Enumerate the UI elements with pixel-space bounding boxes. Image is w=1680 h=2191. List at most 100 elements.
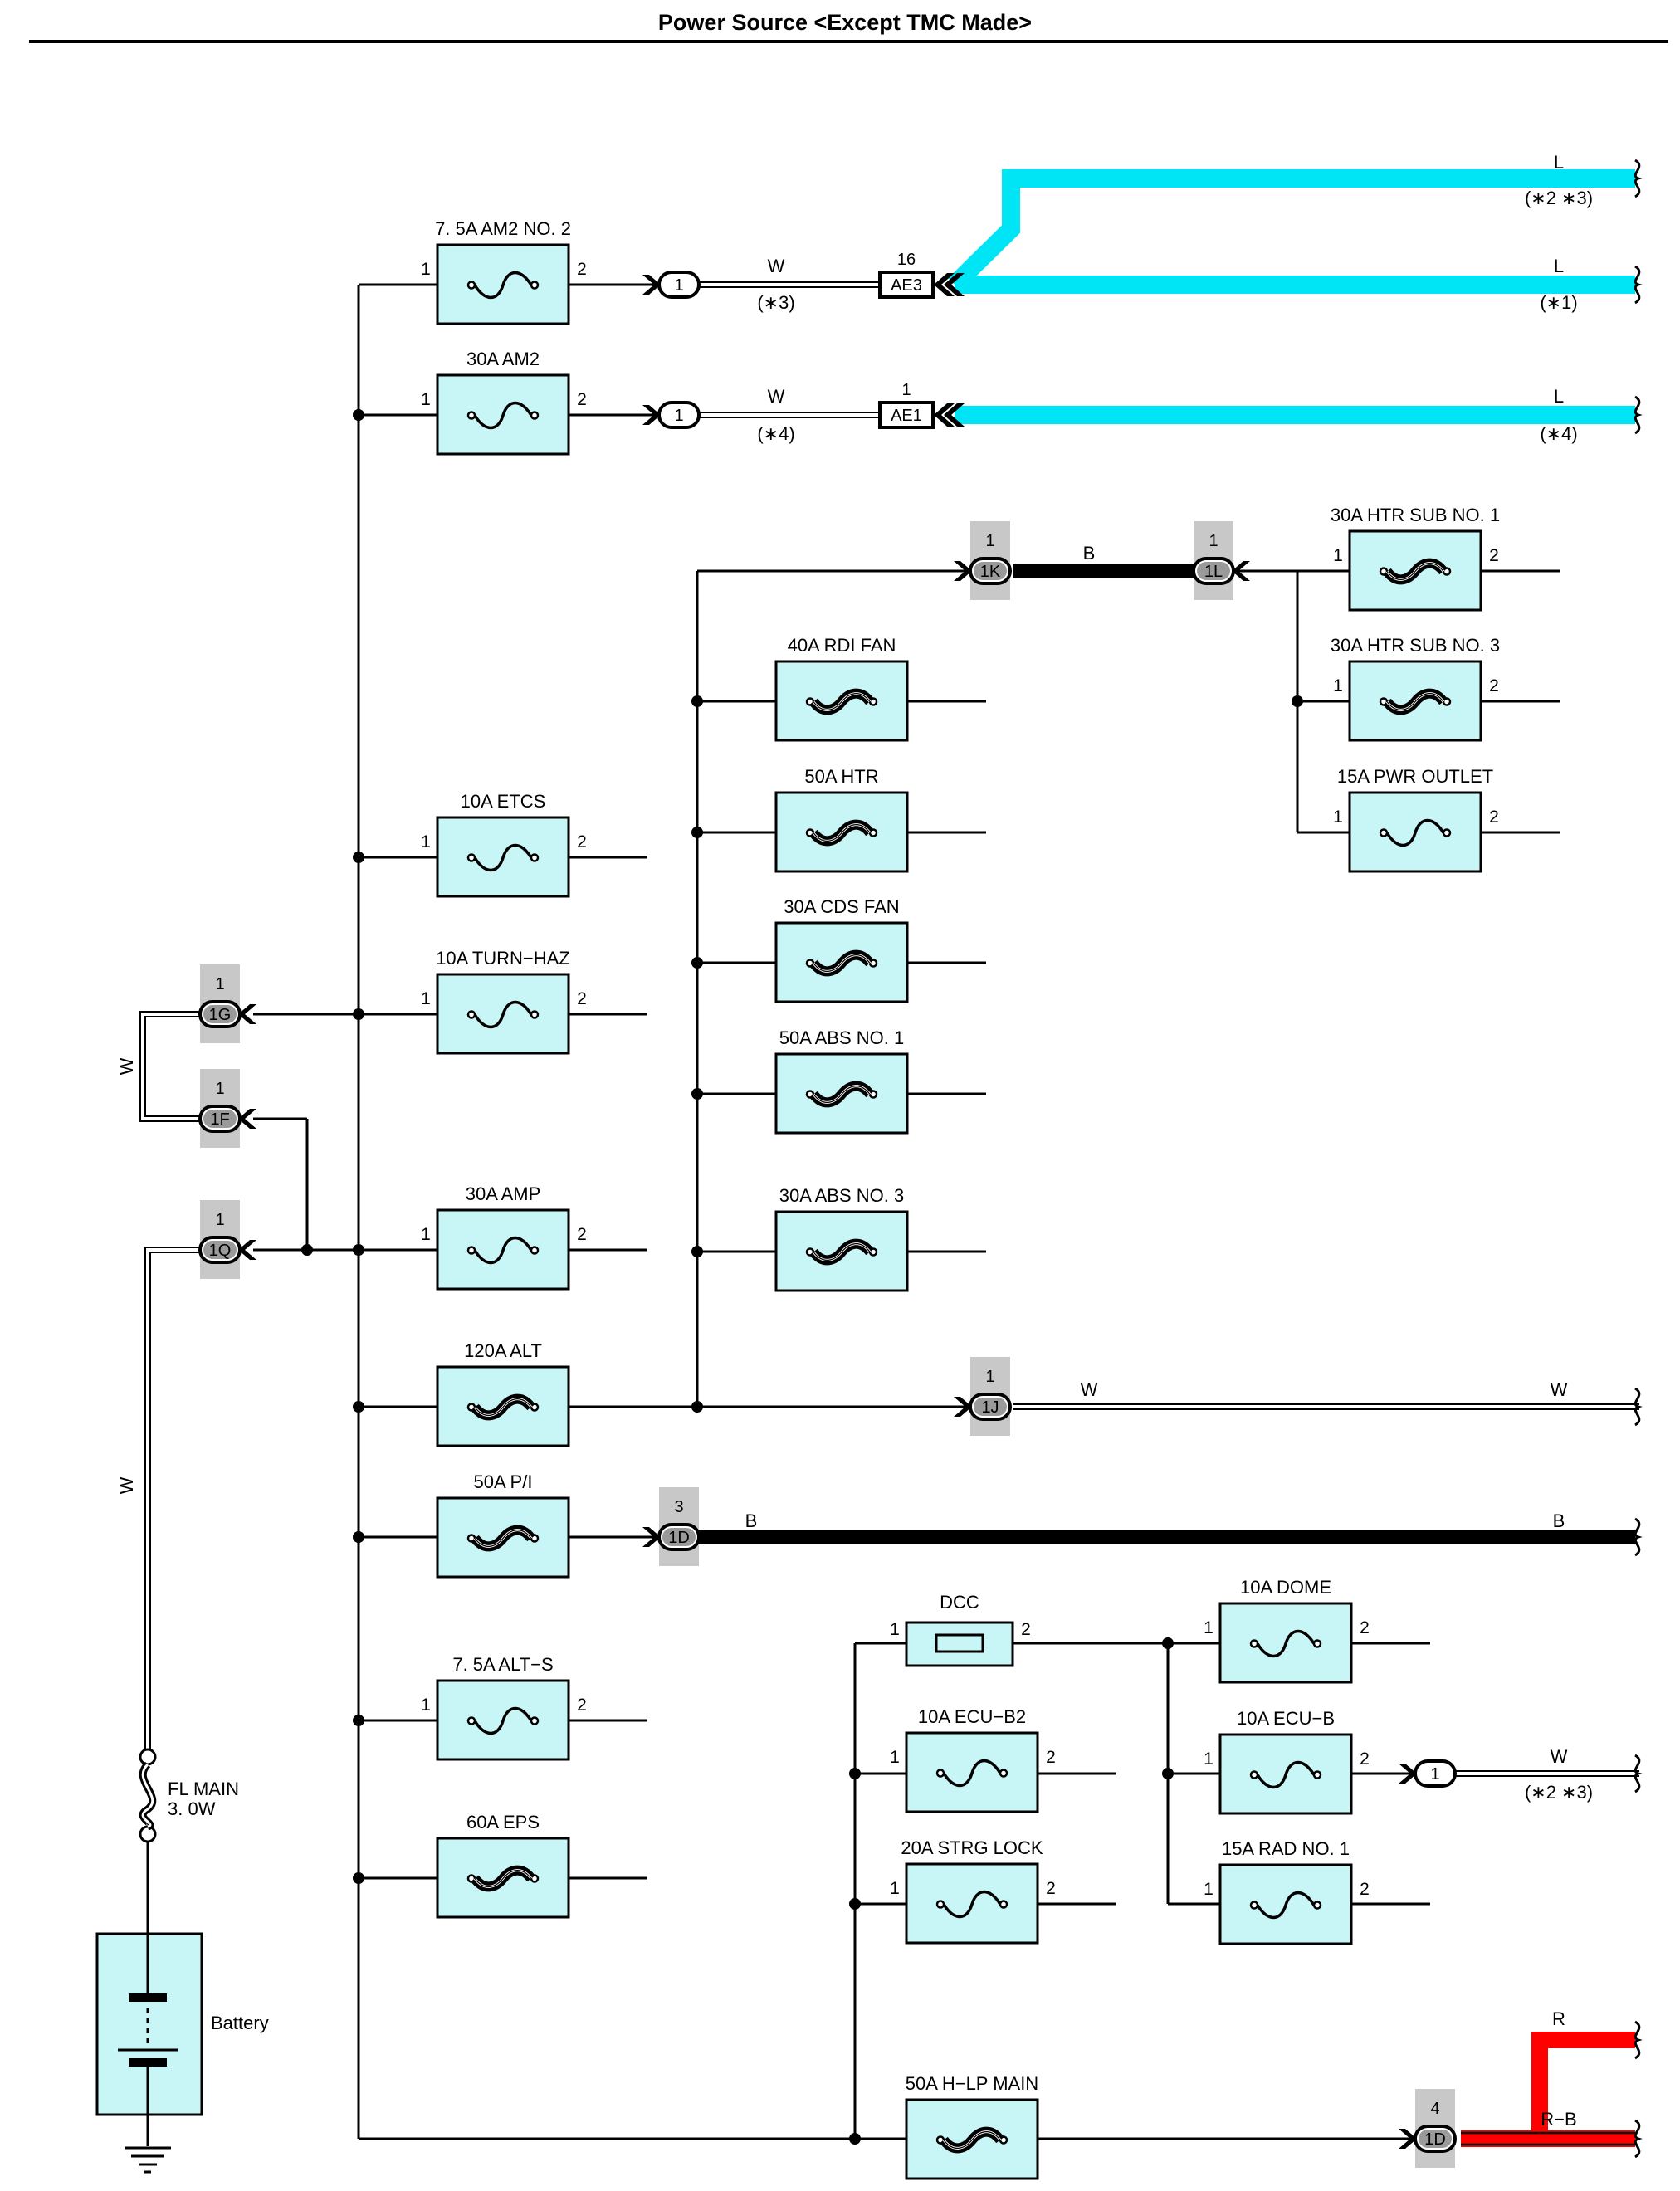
connector-1j: 11J xyxy=(954,1357,1012,1436)
connector-fill xyxy=(203,1005,237,1023)
wire-end-marks xyxy=(1634,159,1643,2159)
side-labels: WW xyxy=(116,1057,137,1494)
connector-pin: 1 xyxy=(1209,532,1218,550)
battery-box xyxy=(95,1932,203,2116)
wire-end-mark xyxy=(1634,395,1643,435)
connector-arrow-icon xyxy=(238,1004,256,1024)
fuse-htr: 50A HTR xyxy=(774,766,909,873)
wire-label: (∗4) xyxy=(757,423,794,444)
fuse-label: 20A STRG LOCK xyxy=(901,1837,1043,1858)
connector-arrow-icon xyxy=(954,561,972,581)
fuse-label: 50A P/I xyxy=(474,1471,533,1492)
wire-label: (∗1) xyxy=(1540,292,1577,313)
fuse-element xyxy=(473,401,533,430)
fuse-pin-1: 1 xyxy=(421,1225,431,1244)
fuse-box xyxy=(905,1731,1039,1813)
fuse-label: 10A TURN−HAZ xyxy=(436,948,570,969)
fuse-label: 15A RAD NO. 1 xyxy=(1222,1838,1350,1859)
connector-label: 1Q xyxy=(209,1242,232,1260)
connector-body xyxy=(878,401,935,429)
connector-body xyxy=(657,271,701,299)
wire-label: L xyxy=(1554,152,1564,173)
fuse-pin-2: 2 xyxy=(1046,1879,1056,1898)
fuse-label: 40A RDI FAN xyxy=(788,635,896,656)
wire-color-label: W xyxy=(116,1476,137,1494)
wire-label: (∗3) xyxy=(757,292,794,313)
fuse-pin-1: 1 xyxy=(1333,676,1343,695)
fuse-box xyxy=(1348,660,1482,742)
connector-1b: 1 xyxy=(642,401,701,429)
fuse-label: 50A H−LP MAIN xyxy=(906,2073,1038,2094)
fuse-pin-2: 2 xyxy=(577,832,587,852)
fuse-pin-1: 1 xyxy=(1333,546,1343,565)
fuse-absno3: 30A ABS NO. 3 xyxy=(774,1185,909,1292)
connector-fill xyxy=(203,1241,237,1259)
fuse-pin-1: 1 xyxy=(1204,1749,1214,1769)
fuse-label: 30A ABS NO. 3 xyxy=(779,1185,904,1206)
ground-icon xyxy=(125,2146,171,2174)
dcc-pin-2: 2 xyxy=(1021,1620,1031,1639)
fuse-pin-2: 2 xyxy=(577,989,587,1008)
fuse-element xyxy=(473,843,533,872)
connector-label: AE1 xyxy=(891,407,922,425)
dcc-fuse: DCC 1 2 xyxy=(890,1592,1031,1667)
fuse-pin-2: 2 xyxy=(1360,1880,1370,1899)
fuse-pin-1: 1 xyxy=(421,1696,431,1715)
connector-pin: 3 xyxy=(674,1498,683,1516)
connector-pin: 1 xyxy=(215,1211,224,1229)
wire-color-label: W xyxy=(116,1057,137,1075)
wire-label: (∗4) xyxy=(1540,423,1577,444)
connector-arrow-icon xyxy=(934,403,955,427)
connector-label: 1K xyxy=(980,563,1001,581)
connector-arrow-icon xyxy=(1399,1764,1417,1784)
fuse-element xyxy=(1256,1891,1316,1920)
connector-arrow-icon xyxy=(954,1397,972,1417)
fl-main-rating: 3. 0W xyxy=(168,1798,216,1819)
page-title: Power Source <Except TMC Made> xyxy=(658,10,1032,35)
connector-arrow-icon xyxy=(1399,2129,1417,2149)
wire-label: W xyxy=(1081,1379,1098,1400)
fuse-element xyxy=(473,1000,533,1029)
connector-label: 1 xyxy=(674,276,683,295)
fuse-pin-1: 1 xyxy=(890,1879,900,1898)
fuse-pin-1: 1 xyxy=(1204,1618,1214,1637)
connector-arrow-icon xyxy=(1232,561,1250,581)
fuse-label: 7. 5A ALT−S xyxy=(452,1654,553,1675)
wire-label: L xyxy=(1554,256,1564,276)
fuse-pin-2: 2 xyxy=(1046,1748,1056,1767)
connector-fill xyxy=(1419,2130,1452,2148)
connector-label: 1 xyxy=(1430,1765,1439,1784)
connector-1d-pi: 31D xyxy=(642,1487,701,1566)
wire-label: R−B xyxy=(1541,2109,1576,2130)
fuse-label: 15A PWR OUTLET xyxy=(1337,766,1493,787)
connector-1d-hlp: 41D xyxy=(1399,2089,1457,2168)
fuse-label: 60A EPS xyxy=(466,1812,540,1832)
fuse-rdifan: 40A RDI FAN xyxy=(774,635,909,742)
fuse-label: 50A ABS NO. 1 xyxy=(779,1027,904,1048)
connector-body xyxy=(657,401,701,429)
connector-label: AE3 xyxy=(891,276,922,295)
wire-label: B xyxy=(1553,1510,1565,1531)
fuse-cdsfan: 30A CDS FAN xyxy=(774,896,909,1003)
fuse-element xyxy=(473,271,533,300)
wire-label: B xyxy=(1083,543,1096,564)
connector-fill xyxy=(974,562,1007,580)
wire-end-mark xyxy=(1634,2020,1643,2060)
junction-dots xyxy=(301,409,1303,2145)
fuse-pin-1: 1 xyxy=(421,832,431,852)
connector-label: 1 xyxy=(674,407,683,425)
fuse-label: 10A ETCS xyxy=(461,791,546,812)
black-wires xyxy=(699,564,1635,1544)
connector-pin: 1 xyxy=(215,1080,224,1098)
connector-1-ecub: 1 xyxy=(1399,1759,1457,1788)
fuse-label: 30A AM2 xyxy=(466,349,540,369)
connector-pin: 1 xyxy=(215,975,224,993)
connector-fill xyxy=(203,1110,237,1128)
